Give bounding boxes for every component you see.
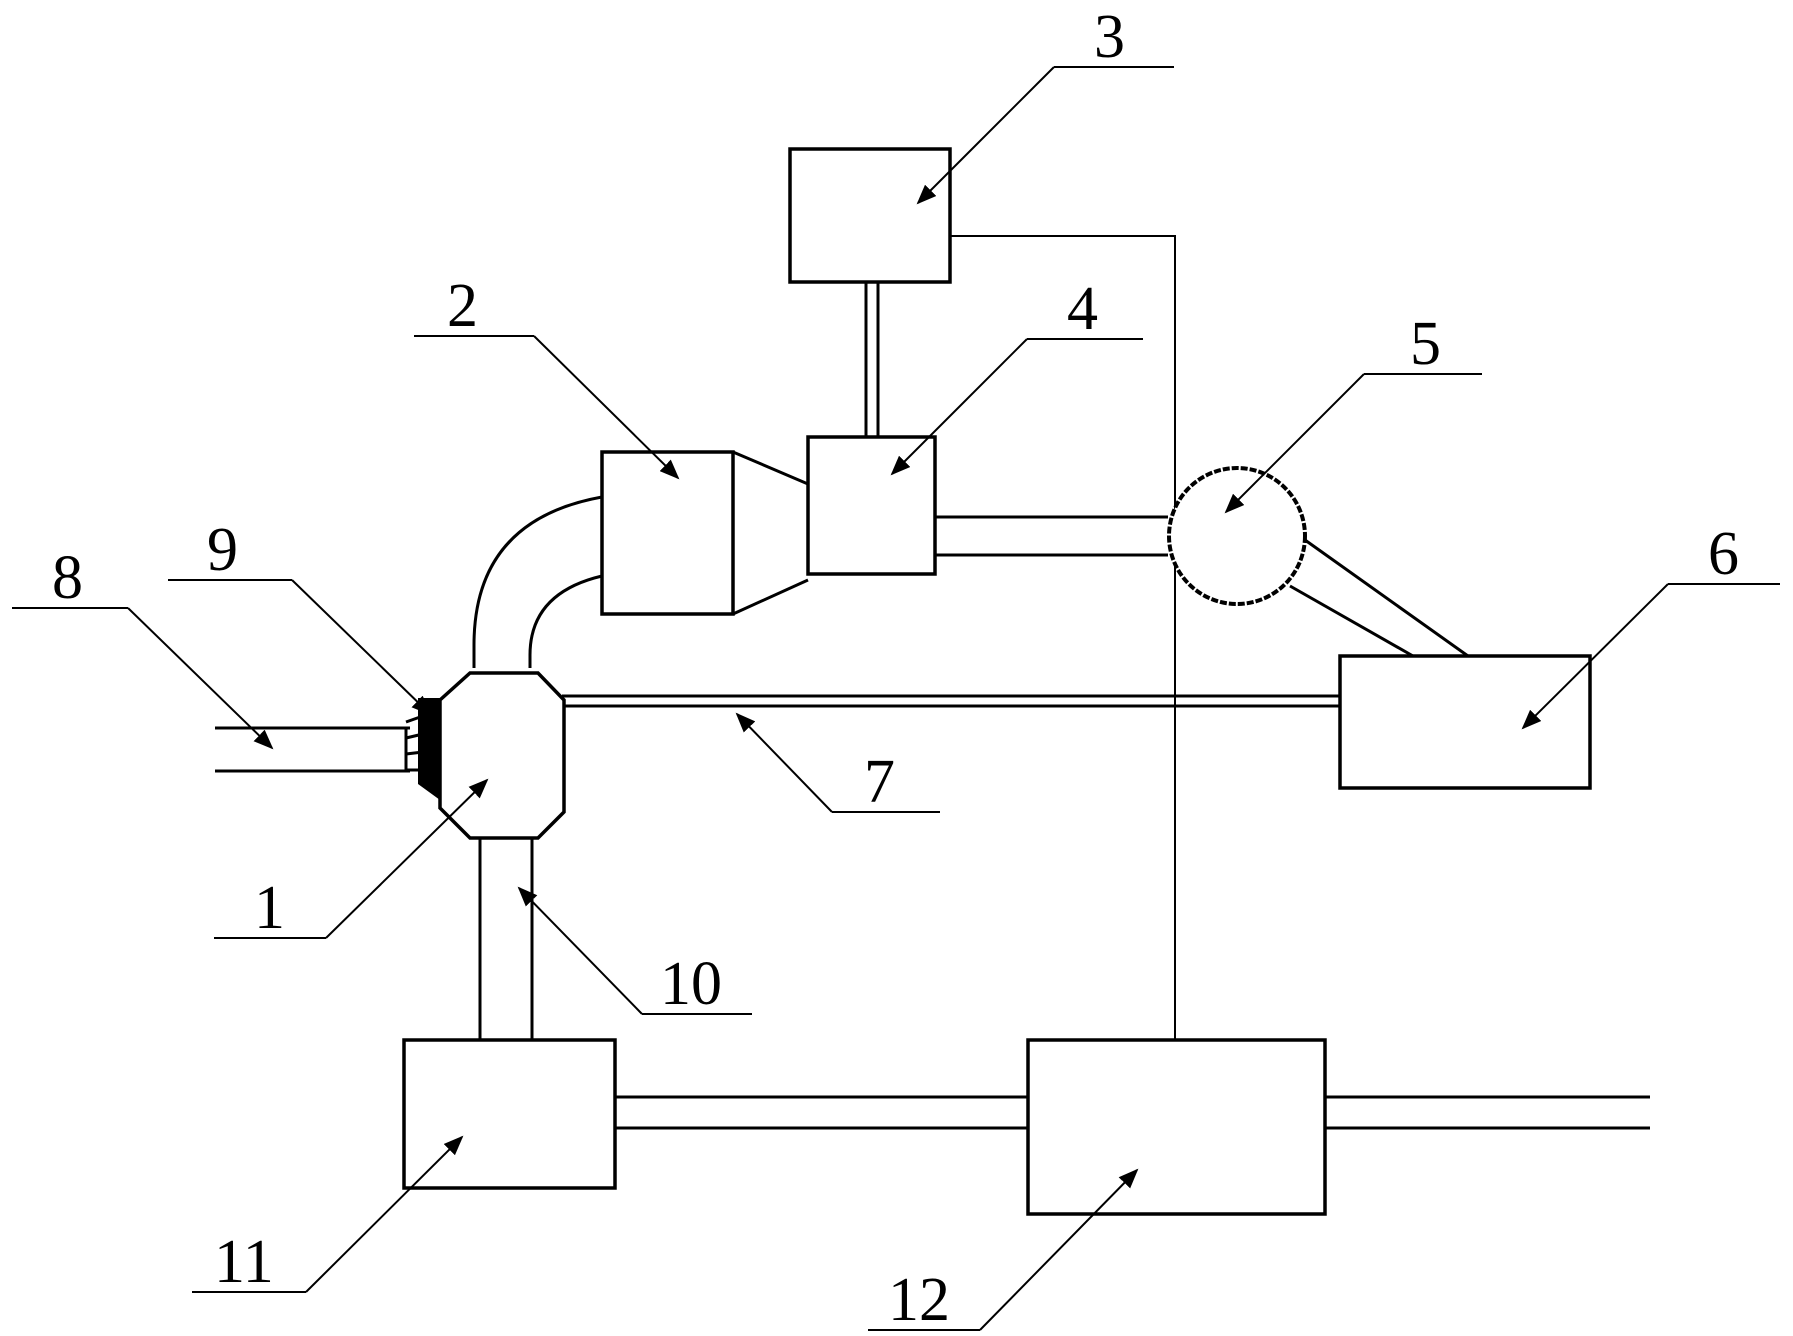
link-5-6-b [1289,584,1414,658]
label-2-leader [533,335,680,480]
label-11-leader [305,1135,464,1293]
label-4-leader [890,338,1028,476]
component-4-box [806,435,937,576]
component-2-box [600,450,735,616]
curved-pipe-outer [472,495,603,668]
label-11: 11 [214,1228,274,1296]
component-1-chamber [438,671,566,840]
label-3-leader [916,66,1055,205]
label-1-leader [325,778,489,939]
component-9-filter [404,698,441,800]
label-10: 10 [660,950,722,1018]
label-4: 4 [1067,275,1098,343]
label-7: 7 [864,748,895,816]
label-9: 9 [207,516,238,584]
label-7-leader [735,712,833,813]
label-12: 12 [888,1266,950,1334]
label-8-leader [127,607,274,750]
label-5-leader [1224,373,1365,514]
component-5-pump [1167,466,1307,606]
component-6-box [1338,654,1592,790]
label-12-leader [979,1168,1139,1331]
control-wire-3-to-12 [950,235,1176,1040]
label-1: 1 [254,874,285,942]
label-3: 3 [1094,3,1125,71]
label-6-leader [1521,583,1669,730]
label-9-leader [291,579,432,716]
taper-2-4-bottom [732,578,809,616]
link-5-6-a [1304,538,1469,658]
taper-2-4-top [732,450,809,486]
component-12-box [1026,1038,1327,1216]
curved-pipe-inner [528,574,603,668]
component-3-box [788,147,952,284]
label-6: 6 [1708,520,1739,588]
component-11-box [402,1038,617,1190]
label-10-leader [517,886,643,1015]
label-5: 5 [1410,310,1441,378]
label-8: 8 [52,544,83,612]
label-2: 2 [447,272,478,340]
